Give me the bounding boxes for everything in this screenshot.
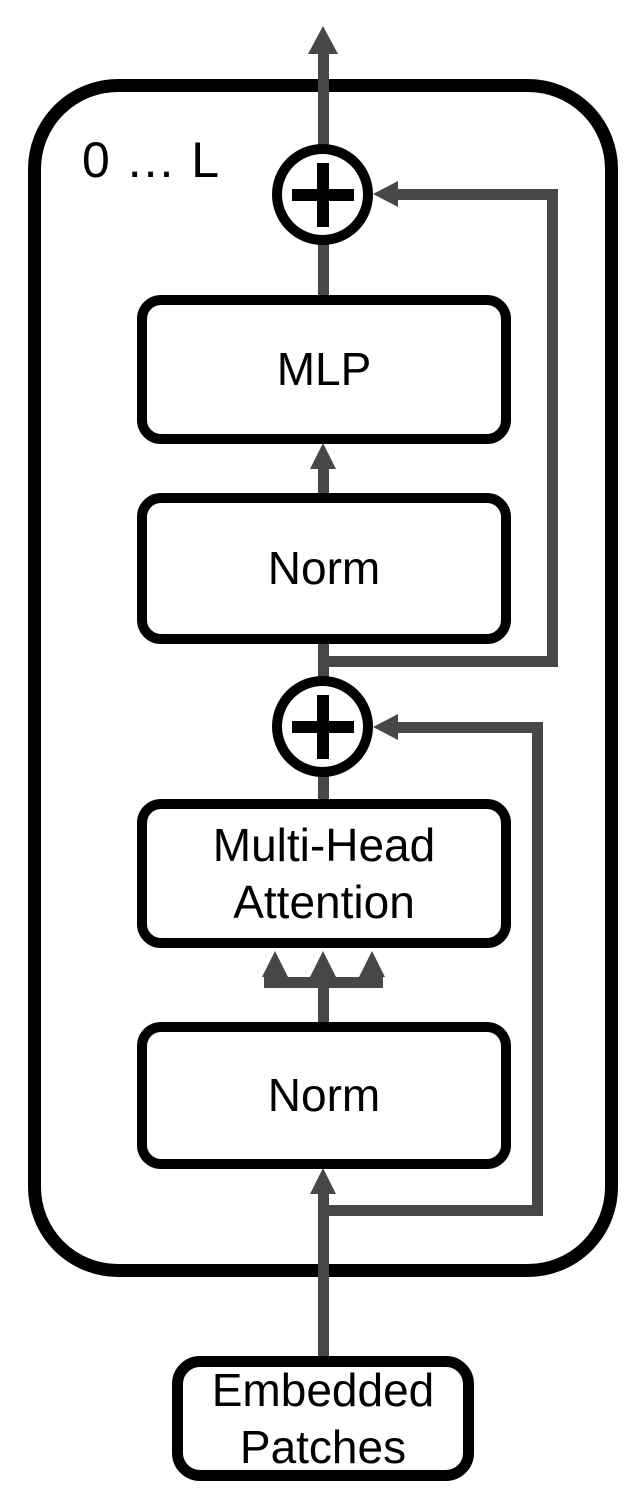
qkv-branch-bar-line [264, 977, 383, 988]
embedded-patches-box: Embedded Patches [172, 1356, 474, 1481]
embedded-patches-label-line2: Patches [239, 1420, 407, 1473]
skip-upper-arrow-head-icon [373, 181, 398, 207]
mha-label-line2: Attention [233, 875, 415, 928]
line-add-top-to-mlp [318, 244, 329, 296]
plus-icon [282, 686, 363, 767]
norm-upper-box: Norm [137, 493, 511, 644]
residual-add-bottom-circle [272, 676, 373, 777]
norm-upper-label: Norm [267, 542, 381, 594]
input-arrow-head-icon [310, 1168, 336, 1194]
output-arrow-head-icon [308, 26, 338, 54]
arrow-norm-upper-to-mlp-head-icon [310, 443, 336, 469]
qkv-arrow-head-right-icon [359, 951, 385, 977]
norm-lower-box: Norm [137, 1022, 511, 1169]
qkv-arrow-head-center-icon [310, 951, 336, 977]
skip-lower-into-add-line [398, 722, 543, 733]
embedded-patches-label-line1: Embedded [211, 1363, 435, 1416]
plus-icon [282, 154, 363, 235]
mha-label-line1: Multi-Head [212, 818, 436, 871]
mlp-label: MLP [276, 343, 372, 395]
encoder-block-frame [28, 79, 618, 1277]
norm-lower-label: Norm [267, 1069, 381, 1121]
arrow-norm-upper-to-mlp-line [318, 466, 329, 494]
input-arrow-line [318, 1192, 329, 1358]
skip-upper-branch-line [318, 656, 558, 667]
qkv-arrow-head-left-icon [262, 951, 288, 977]
residual-add-top-circle [272, 144, 373, 245]
mlp-box: MLP [137, 295, 511, 444]
output-arrow-line [318, 50, 329, 145]
layer-range-label: 0 ... L [82, 132, 222, 188]
skip-lower-vertical-line [532, 722, 543, 1216]
line-norm-lower-to-qkv [318, 984, 329, 1023]
skip-lower-arrow-head-icon [373, 714, 398, 740]
skip-lower-branch-line [318, 1205, 543, 1216]
skip-upper-into-add-line [398, 189, 558, 200]
multi-head-attention-box: Multi-Head Attention [137, 799, 511, 948]
skip-upper-vertical-line [547, 189, 558, 667]
line-mha-to-add-bottom [318, 776, 329, 801]
